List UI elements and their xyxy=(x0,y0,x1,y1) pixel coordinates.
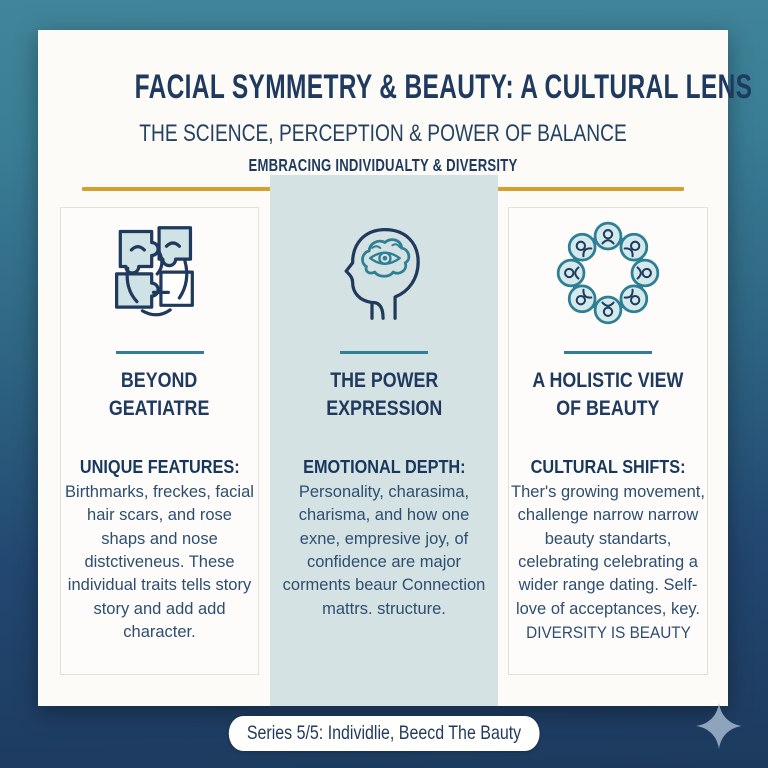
right-column-box xyxy=(508,207,708,675)
column-body-text: Personality, charasima, charisma, and ho… xyxy=(282,482,486,618)
column-body-title: UNIQUE FEATURES: xyxy=(79,455,240,477)
column-power-expression: THE POWER EXPRESSION EMOTIONAL DEPTH: Pe… xyxy=(270,207,498,621)
column-divider xyxy=(115,351,204,354)
series-badge: Series 5/5: Individlie, Beecd The Bauty xyxy=(228,716,540,751)
column-divider xyxy=(564,351,652,354)
column-body-title: CULTURAL SHIFTS: xyxy=(530,455,686,477)
column-heading: A HOLISTIC VIEW OF BEAUTY xyxy=(532,367,683,424)
infographic-card: FACIAL SYMMETRY & BEAUTY: A CULTURAL LEN… xyxy=(38,30,753,706)
column-heading-line2: OF BEAUTY xyxy=(556,397,660,421)
puzzle-face-icon xyxy=(100,213,220,333)
column-beyond-geatiatre: BEYOND GEATIATRE UNIQUE FEATURES: Birthm… xyxy=(60,207,259,645)
column-heading-line2: EXPRESSION xyxy=(325,397,443,421)
column-body-title: EMOTIONAL DEPTH: xyxy=(302,455,466,477)
faces-circle-icon xyxy=(548,213,668,333)
columns-area: BEYOND GEATIATRE UNIQUE FEATURES: Birthm… xyxy=(38,175,728,706)
column-divider xyxy=(340,351,428,354)
column-heading: THE POWER EXPRESSION xyxy=(326,367,442,424)
page-tagline: EMBRACING INDIVIDUALTY & DIVERSITY xyxy=(248,155,518,175)
page-title: FACIAL SYMMETRY & BEAUTY: A CULTURAL LEN… xyxy=(134,68,753,106)
header: FACIAL SYMMETRY & BEAUTY: A CULTURAL LEN… xyxy=(38,68,753,191)
column-heading: BEYOND GEATIATRE xyxy=(109,367,209,424)
column-body-text: Ther's growing movement, challenge narro… xyxy=(511,482,705,618)
page-subtitle: THE SCIENCE, PERCEPTION & POWER OF BALAN… xyxy=(139,120,627,147)
column-heading-line1: BEYOND xyxy=(121,369,198,392)
column-heading-line1: A HOLISTIC VIEW xyxy=(532,369,684,392)
head-brain-eye-icon xyxy=(324,213,444,333)
column-body-text: Birthmarks, freckes, facial hair scars, … xyxy=(65,482,254,642)
sparkle-icon xyxy=(696,703,742,749)
column-heading-line2: GEATIATRE xyxy=(109,397,210,421)
column-holistic-view: A HOLISTIC VIEW OF BEAUTY CULTURAL SHIFT… xyxy=(508,207,708,643)
column-heading-line1: THE POWER xyxy=(329,369,439,392)
column-body-caps: DIVERSITY IS BEAUTY xyxy=(525,623,691,643)
